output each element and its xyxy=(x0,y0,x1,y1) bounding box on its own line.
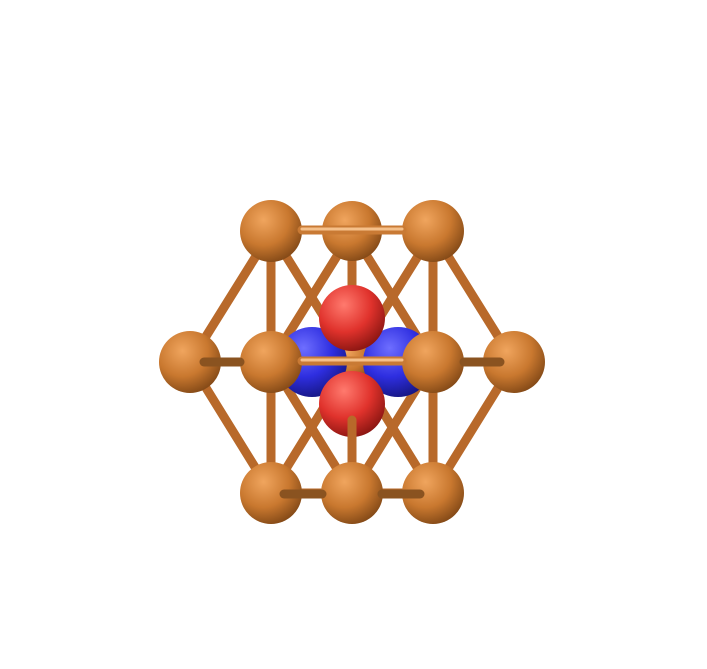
o-atom-lower[interactable] xyxy=(319,371,385,437)
o-atom-upper[interactable] xyxy=(319,285,385,351)
cu-atom-bottom-right[interactable] xyxy=(402,462,464,524)
cu-atom-mid-far-left[interactable] xyxy=(159,331,221,393)
cu-atom-bottom-left[interactable] xyxy=(240,462,302,524)
atoms-front xyxy=(159,200,545,524)
cu-atom-bottom-center[interactable] xyxy=(321,462,383,524)
bonds-front xyxy=(199,225,505,499)
cu-atom-top-left[interactable] xyxy=(240,200,302,262)
cu-atom-mid-far-right[interactable] xyxy=(483,331,545,393)
cu-atom-top-right[interactable] xyxy=(402,200,464,262)
cu-atom-mid-left[interactable] xyxy=(240,331,302,393)
cu-atom-mid-right[interactable] xyxy=(402,331,464,393)
